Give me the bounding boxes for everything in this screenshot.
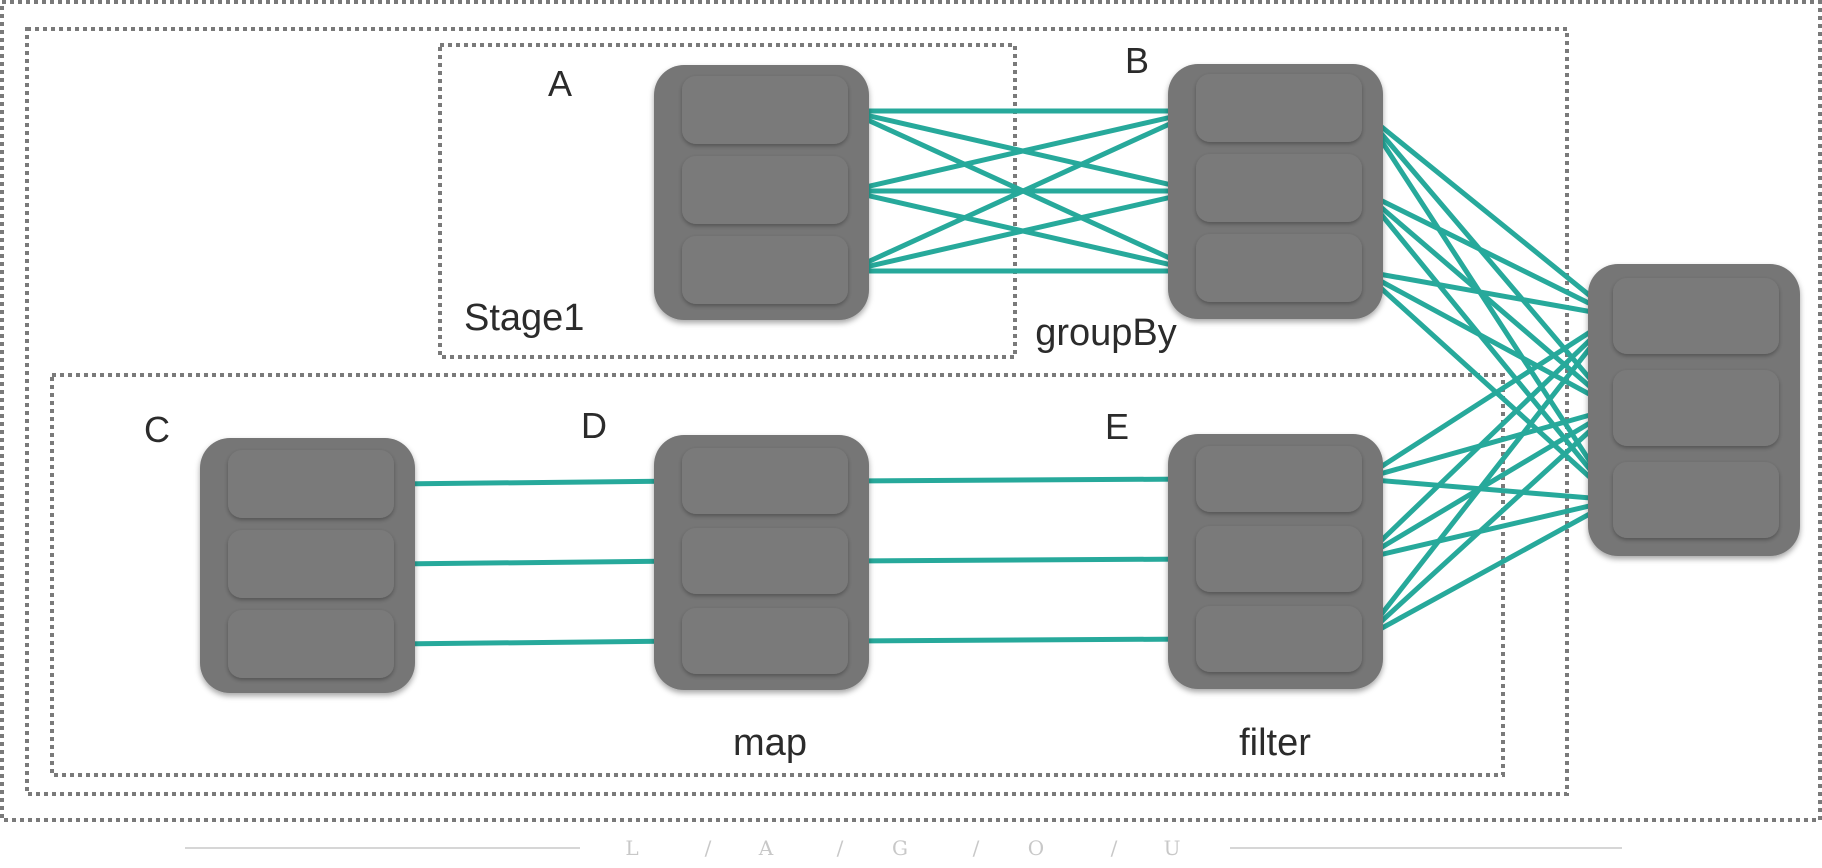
partition-a-2	[682, 156, 848, 224]
edge-e3-f3	[1359, 497, 1618, 642]
rdd-c	[200, 438, 415, 693]
edge-a3-b1	[845, 108, 1201, 274]
edge-d3-e3	[845, 634, 1201, 645]
label-b: B	[1125, 40, 1149, 81]
label-filter: filter	[1239, 722, 1311, 764]
edge-c3-d3	[391, 636, 687, 647]
edge-a2-b1	[845, 107, 1201, 194]
rdd-b	[1168, 64, 1383, 319]
rdd-a	[654, 65, 869, 320]
label-a: A	[548, 63, 572, 104]
edge-d1-e1	[845, 474, 1201, 485]
partition-e-2	[1196, 526, 1362, 592]
partition-c-3	[228, 610, 394, 678]
label-e: E	[1105, 406, 1129, 447]
label-c: C	[144, 409, 170, 450]
watermark-char: /	[705, 836, 712, 860]
edge-c2-d2	[391, 556, 687, 567]
edge-e2-f1	[1359, 313, 1618, 562]
label-groupby: groupBy	[1035, 312, 1177, 354]
stage1-boundary	[438, 43, 1017, 359]
watermark: L / A / G / O / U	[185, 836, 1622, 860]
watermark-char: L	[625, 836, 638, 860]
edge-e2-f3	[1359, 496, 1618, 562]
partition-a-3	[682, 236, 848, 304]
partition-f-3	[1613, 462, 1779, 538]
partition-d-1	[682, 448, 848, 514]
partition-c-1	[228, 450, 394, 518]
partition-d-2	[682, 528, 848, 594]
stage2-boundary	[25, 27, 1569, 796]
rdd-d	[654, 435, 869, 690]
job-boundary	[0, 0, 1822, 822]
edge-b3-f1	[1359, 268, 1618, 320]
watermark-char: G	[892, 836, 908, 860]
partition-d-3	[682, 608, 848, 674]
label-stage1: Stage1	[464, 297, 584, 339]
label-d: D	[581, 405, 607, 446]
edge-c1-d1	[391, 476, 687, 487]
rdd-f	[1588, 264, 1800, 556]
edge-d2-e2	[845, 554, 1201, 565]
edge-b1-f1	[1359, 108, 1618, 319]
partition-f-2	[1613, 370, 1779, 446]
watermark-char: A	[758, 836, 774, 860]
partition-b-3	[1196, 234, 1362, 302]
partition-a-1	[682, 76, 848, 144]
partition-f-1	[1613, 278, 1779, 354]
watermark-char: O	[1028, 836, 1044, 860]
edge-e3-f2	[1359, 405, 1618, 642]
partition-b-1	[1196, 74, 1362, 142]
stage3-boundary	[50, 373, 1505, 777]
watermark-char: /	[1111, 836, 1118, 860]
edge-e1-f1	[1359, 313, 1618, 482]
edge-b2-f1	[1359, 188, 1618, 319]
edge-e1-f2	[1359, 405, 1618, 482]
partition-b-2	[1196, 154, 1362, 222]
edge-e3-f1	[1359, 313, 1618, 642]
watermark-char: /	[837, 836, 844, 860]
partition-c-2	[228, 530, 394, 598]
partition-e-3	[1196, 606, 1362, 672]
edge-b3-f2	[1359, 268, 1618, 411]
rdd-nodes	[200, 64, 1800, 693]
partition-e-1	[1196, 446, 1362, 512]
edge-e2-f2	[1359, 405, 1618, 562]
watermark-char: U	[1164, 836, 1181, 860]
watermark-char: /	[973, 836, 980, 860]
edge-a3-b2	[845, 187, 1201, 274]
edge-b3-f3	[1359, 268, 1618, 503]
edges	[391, 106, 1618, 647]
label-map: map	[733, 722, 807, 764]
edge-e1-f3	[1359, 476, 1618, 505]
rdd-e	[1168, 434, 1383, 689]
